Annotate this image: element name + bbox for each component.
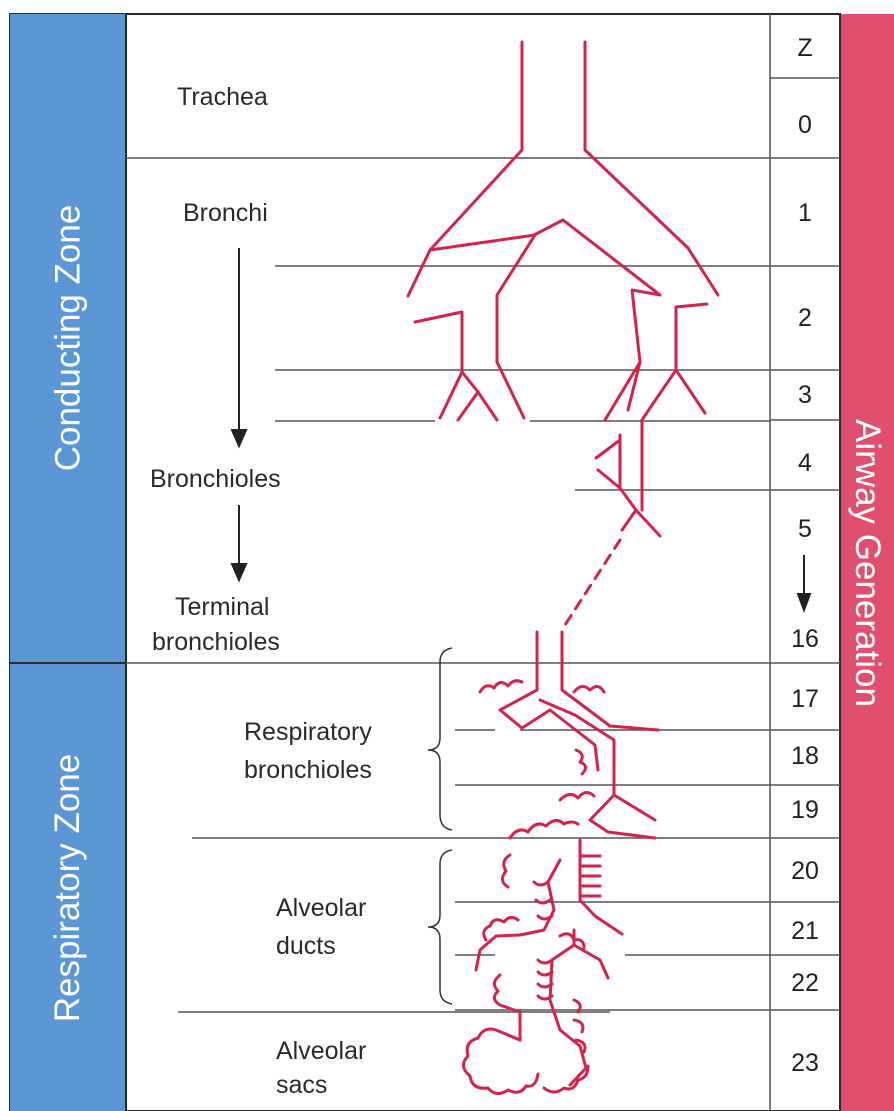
- generation-23: 23: [770, 1048, 840, 1078]
- generation-22: 22: [770, 968, 840, 998]
- respiratory-bronchioles-line1: Respiratory: [244, 717, 372, 747]
- airway-generation-text: Airway Generation: [847, 419, 887, 707]
- terminal-bronchioles-line2: bronchioles: [152, 627, 280, 657]
- generation-16: 16: [770, 624, 840, 654]
- braces: [428, 648, 452, 1004]
- respiratory-zone-text: Respiratory Zone: [48, 753, 88, 1021]
- generation-20: 20: [770, 856, 840, 886]
- generation-17: 17: [770, 684, 840, 714]
- generation-1: 1: [770, 198, 840, 228]
- generation-2: 2: [770, 303, 840, 333]
- outer-frame: [10, 14, 840, 1111]
- respiratory-bronchioles-line2: bronchioles: [244, 755, 372, 785]
- trachea-label: Trachea: [177, 82, 268, 112]
- alveolar-ducts-line1: Alveolar: [276, 893, 366, 923]
- generation-5: 5: [770, 514, 840, 544]
- airway-tree: [408, 42, 718, 625]
- generation-0: 0: [770, 110, 840, 140]
- gen-range-arrow: [798, 555, 810, 610]
- airway-generation-label: Airway Generation: [840, 14, 894, 1111]
- terminal-bronchioles-line1: Terminal: [175, 592, 269, 622]
- generation-header: Z: [770, 33, 840, 63]
- progression-arrows: [232, 248, 246, 580]
- generation-21: 21: [770, 916, 840, 946]
- generation-4: 4: [770, 448, 840, 478]
- generation-18: 18: [770, 741, 840, 771]
- alveolar-sacs-line2: sacs: [276, 1070, 327, 1100]
- conducting-zone-label: Conducting Zone: [10, 14, 126, 662]
- respiratory-tree: [463, 632, 658, 1094]
- bronchi-label: Bronchi: [183, 198, 268, 228]
- generation-19: 19: [770, 795, 840, 825]
- alveolar-sacs-line1: Alveolar: [276, 1036, 366, 1066]
- generation-dividers: [126, 158, 770, 1012]
- generation-3: 3: [770, 380, 840, 410]
- bronchioles-label: Bronchioles: [150, 464, 281, 494]
- alveolar-ducts-line2: ducts: [276, 931, 336, 961]
- respiratory-zone-label: Respiratory Zone: [10, 664, 126, 1111]
- conducting-zone-text: Conducting Zone: [48, 205, 88, 472]
